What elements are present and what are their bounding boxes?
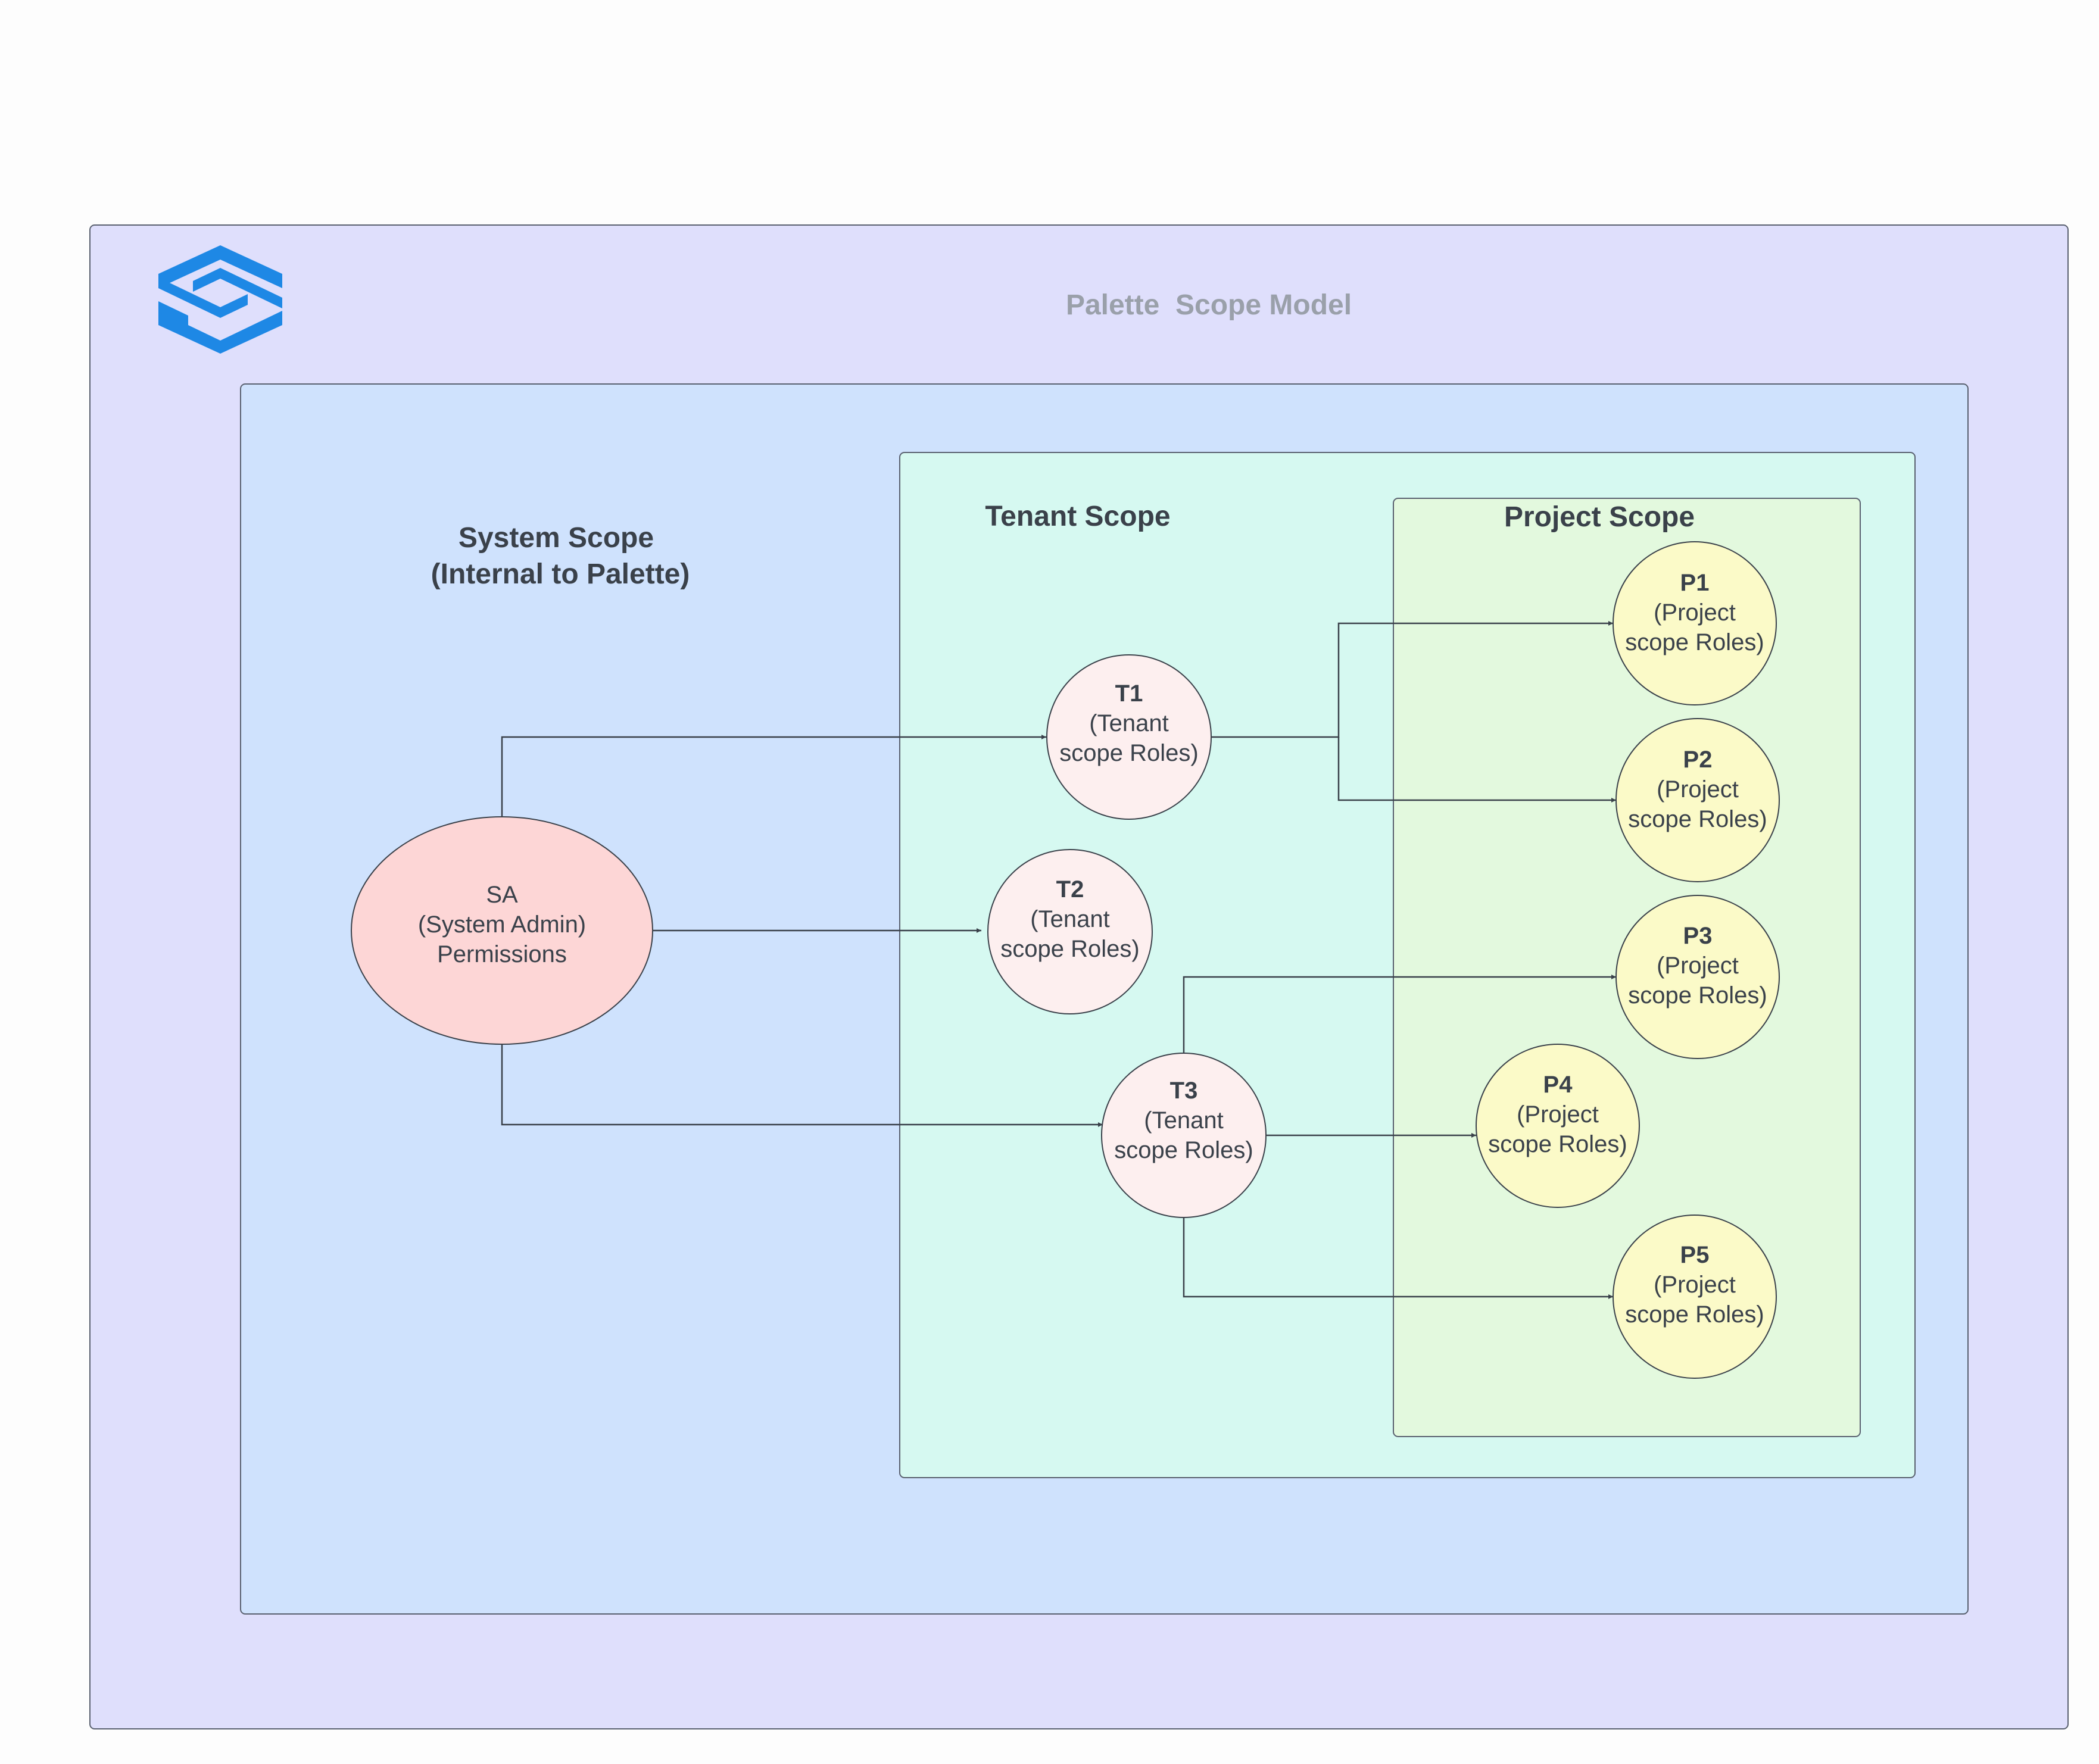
node-p4-line3: scope Roles)	[1488, 1131, 1627, 1157]
connectors	[501, 621, 1616, 1299]
node-t3-title: T3	[1170, 1078, 1198, 1104]
node-sa-line3: Permissions	[437, 941, 567, 967]
edge-t1-p1	[1211, 621, 1613, 738]
node-p1-line3: scope Roles)	[1625, 629, 1764, 655]
node-p5-shape	[1613, 1214, 1777, 1379]
node-t2-title: T2	[1056, 876, 1084, 903]
node-t1-title: T1	[1115, 680, 1143, 707]
edge-t1-p2	[1337, 737, 1616, 803]
node-p4-line2: (Project	[1517, 1101, 1599, 1128]
node-p1-shape	[1613, 541, 1777, 705]
node-sa[interactable]: SA (System Admin) Permissions	[351, 816, 653, 1045]
node-p1-line2: (Project	[1654, 600, 1736, 626]
node-p4[interactable]: P4 (Project scope Roles)	[1476, 1044, 1640, 1208]
node-p5[interactable]: P5 (Project scope Roles)	[1613, 1214, 1777, 1379]
node-t1-line2: (Tenant	[1089, 710, 1168, 736]
node-t1-line3: scope Roles)	[1059, 740, 1198, 766]
edge-sa-t3	[501, 1045, 1103, 1127]
node-p5-line2: (Project	[1654, 1272, 1736, 1298]
node-p2-title: P2	[1683, 747, 1713, 773]
node-p2-line2: (Project	[1657, 776, 1739, 803]
node-p3-title: P3	[1683, 923, 1713, 949]
edge-sa-t1	[501, 735, 1046, 817]
node-t2-line2: (Tenant	[1030, 906, 1109, 932]
project-scope-title: Project Scope	[1504, 501, 1695, 533]
node-t3-line2: (Tenant	[1144, 1107, 1223, 1134]
node-p2-shape	[1615, 718, 1780, 882]
edge-t3-p5	[1183, 1214, 1613, 1299]
node-t2-shape	[987, 849, 1153, 1014]
node-p2[interactable]: P2 (Project scope Roles)	[1615, 718, 1780, 882]
node-p3[interactable]: P3 (Project scope Roles)	[1615, 895, 1780, 1059]
node-t1-shape	[1046, 654, 1212, 820]
node-p5-title: P5	[1680, 1242, 1710, 1268]
node-t3-line3: scope Roles)	[1114, 1137, 1253, 1163]
node-p3-line3: scope Roles)	[1628, 982, 1767, 1009]
node-p2-line3: scope Roles)	[1628, 806, 1767, 832]
node-sa-shape	[351, 816, 653, 1045]
node-p4-title: P4	[1543, 1072, 1573, 1098]
node-sa-line2: (System Admin)	[418, 911, 586, 938]
tenant-scope-title: Tenant Scope	[985, 501, 1170, 532]
node-p3-line2: (Project	[1657, 953, 1739, 979]
system-scope-title: System Scope	[459, 522, 654, 554]
node-t3[interactable]: T3 (Tenant scope Roles)	[1101, 1053, 1267, 1218]
node-sa-line1: SA	[486, 882, 518, 908]
spectro-cloud-logo-icon	[158, 245, 282, 354]
node-p1[interactable]: P1 (Project scope Roles)	[1613, 541, 1777, 705]
node-p5-line3: scope Roles)	[1625, 1301, 1764, 1328]
node-t1[interactable]: T1 (Tenant scope Roles)	[1046, 654, 1212, 820]
edge-t3-p3	[1183, 975, 1616, 1056]
node-p1-title: P1	[1680, 570, 1710, 596]
node-t2[interactable]: T2 (Tenant scope Roles)	[987, 849, 1153, 1014]
node-p3-shape	[1615, 895, 1780, 1059]
system-scope-subtitle: (Internal to Palette)	[431, 558, 690, 590]
node-p4-shape	[1476, 1044, 1640, 1208]
node-t2-line3: scope Roles)	[1000, 936, 1139, 962]
node-t3-shape	[1101, 1053, 1267, 1218]
diagram-title: Palette Scope Model	[1066, 289, 1352, 321]
